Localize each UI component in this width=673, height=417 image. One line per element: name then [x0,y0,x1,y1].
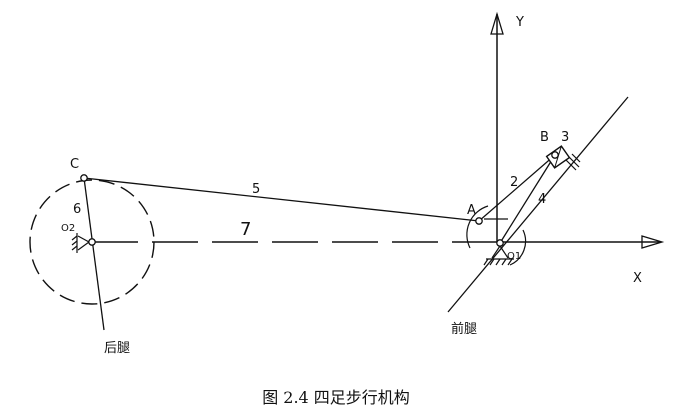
link-3-label: 3 [561,130,569,145]
x-axis-label: X [633,271,642,286]
y-axis-arrowhead [490,11,504,35]
origin-2-label: O2 [61,223,75,234]
o1-rotation-arc [509,229,527,266]
link-2-label: 2 [510,175,518,190]
crank-rotation-arc [466,205,489,249]
link-6-rear-leg [83,177,105,331]
link-6-label: 6 [73,202,81,217]
x-axis-arrowhead [641,235,665,249]
point-a-label: A [467,203,476,218]
rear-leg-label: 后腿 [104,341,130,356]
y-axis-label: Y [515,15,524,30]
joint-o2 [88,238,96,246]
joint-a [475,217,483,225]
rear-crank-circle [29,179,155,305]
joint-c [80,174,88,182]
front-leg-label: 前腿 [451,321,477,337]
figure-caption: 图 2.4 四足步行机构 [262,388,410,407]
link-4-label: 4 [538,192,546,207]
link-2 [478,154,556,222]
o1-ground-symbol [483,245,514,266]
origin-1-label: O1 [507,251,521,262]
point-b-label: B [540,130,549,145]
link-4 [499,154,556,244]
joint-b [551,151,559,159]
link-7-label: 7 [240,219,251,240]
link-5 [83,177,480,222]
front-leg-line [447,96,629,313]
link-5-label: 5 [252,182,260,197]
point-c-label: C [70,157,79,172]
slider-ground-hatch [565,153,581,171]
o2-ground-symbol [71,233,90,253]
joint-o1 [496,239,504,247]
